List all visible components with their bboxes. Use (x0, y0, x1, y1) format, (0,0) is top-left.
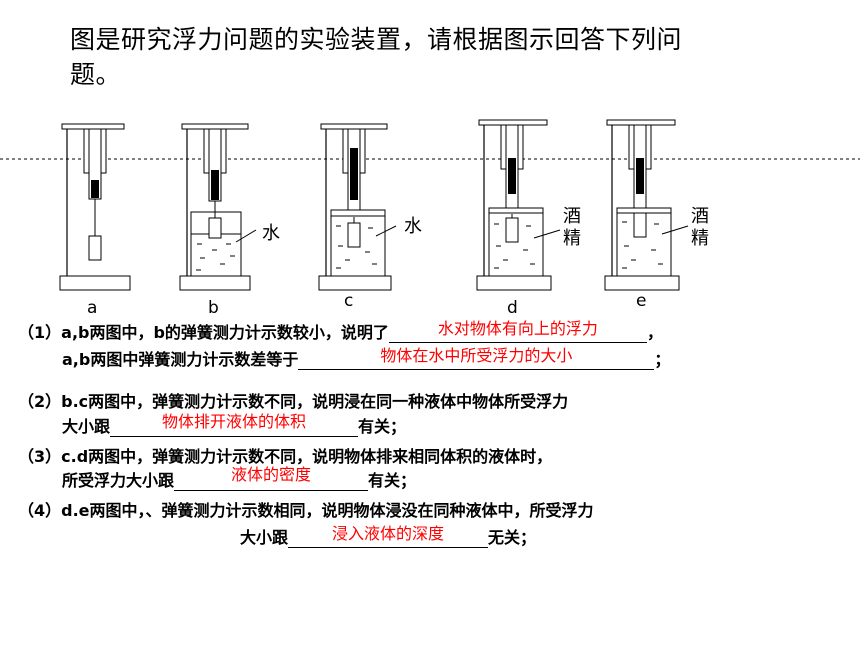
label-alcohol-d-top: 酒 (563, 206, 581, 227)
question-4-line-2: 大小跟 浸入液体的深度 无关； (240, 524, 537, 548)
label-alcohol-e-top: 酒 (691, 206, 709, 227)
answer-3: 液体的密度 (231, 465, 312, 484)
label-b: b (208, 298, 219, 318)
label-e: e (636, 291, 646, 311)
label-alcohol-e-bottom: 精 (691, 228, 709, 249)
experiment-figure: 水 水 酒 精 酒 精 a b c d e (0, 119, 860, 318)
question-4-text-1: d.e两图中，、弹簧测力计示数相同，说明物体浸没在同种液体中，所受浮力 (61, 501, 594, 520)
question-1-punct-1: ， (646, 323, 663, 342)
answer-1a: 水对物体有向上的浮力 (437, 319, 598, 338)
question-2-text-1: b.c两图中，弹簧测力计示数不同，说明浸在同一种液体中物体所受浮力 (61, 392, 569, 411)
question-4-line-1: （4）d.e两图中，、弹簧测力计示数相同，说明物体浸没在同种液体中，所受浮力 (18, 501, 594, 521)
question-4-text-3: 无关； (488, 528, 537, 547)
page-title: 图是研究浮力问题的实验装置，请根据图示回答下列问题。 (70, 25, 683, 89)
answer-1b: 物体在水中所受浮力的大小 (380, 346, 573, 365)
answer-blank-1a: 水对物体有向上的浮力 (388, 319, 647, 343)
question-3-text-3: 有关； (368, 471, 417, 490)
answer-blank-1b: 物体在水中所受浮力的大小 (298, 346, 655, 370)
answer-blank-3: 液体的密度 (174, 465, 369, 491)
label-water-c: 水 (404, 216, 422, 237)
question-4-text-2: 大小跟 (240, 528, 289, 547)
question-2-text-2: 大小跟 (62, 417, 111, 436)
question-2-number: （2） (18, 392, 62, 411)
question-2-line-2: 大小跟 物体排开液体的体积 有关； (62, 412, 407, 437)
question-1-line-2: a,b两图中弹簧测力计示数差等于 物体在水中所受浮力的大小 ； (62, 346, 671, 370)
label-c: c (344, 291, 353, 311)
question-4-number: （4） (18, 501, 62, 520)
question-1-punct-2: ； (654, 350, 671, 369)
apparatus-d (476, 119, 561, 291)
question-1-text-1: a,b两图中，b的弹簧测力计示数较小，说明了 (61, 323, 389, 342)
question-3-line-2: 所受浮力大小跟 液体的密度 有关； (62, 465, 417, 491)
question-2-line-1: （2）b.c两图中，弹簧测力计示数不同，说明浸在同一种液体中物体所受浮力 (18, 392, 568, 412)
apparatus-a (59, 123, 131, 291)
apparatus-b (179, 123, 257, 291)
question-2-text-3: 有关； (358, 417, 407, 436)
question-1-line-1: （1）a,b两图中，b的弹簧测力计示数较小，说明了 水对物体有向上的浮力 ， (18, 319, 663, 343)
question-3-text-2: 所受浮力大小跟 (62, 471, 175, 490)
apparatus-e (604, 119, 689, 291)
answer-2: 物体排开液体的体积 (162, 412, 307, 431)
answer-4: 浸入液体的深度 (332, 524, 445, 543)
apparatus-c (318, 123, 397, 291)
question-3-number: （3） (18, 447, 62, 466)
question-3-text-1: c.d两图中，弹簧测力计示数不同，说明物体排来相同体积的液体时， (61, 447, 553, 466)
question-1-text-2: a,b两图中弹簧测力计示数差等于 (62, 350, 299, 369)
label-alcohol-d-bottom: 精 (563, 228, 581, 249)
label-d: d (507, 298, 518, 318)
question-1-number: （1） (18, 323, 62, 342)
answer-blank-4: 浸入液体的深度 (288, 524, 489, 548)
answer-blank-2: 物体排开液体的体积 (110, 412, 359, 437)
label-a: a (87, 298, 97, 318)
label-water-b: 水 (262, 223, 280, 244)
question-3-line-1: （3）c.d两图中，弹簧测力计示数不同，说明物体排来相同体积的液体时， (18, 447, 552, 467)
